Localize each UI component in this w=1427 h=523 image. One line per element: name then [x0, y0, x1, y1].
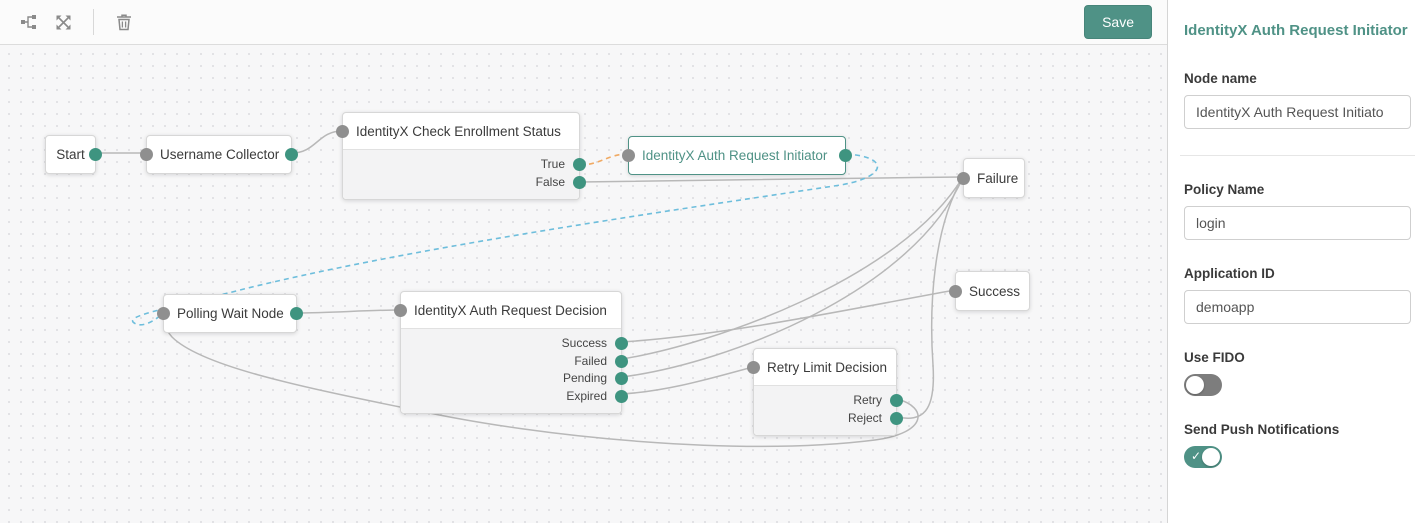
- toggle-knob: [1202, 448, 1220, 466]
- trash-icon[interactable]: [107, 5, 141, 39]
- outcome-label: Reject: [847, 410, 882, 425]
- flow-node-failure[interactable]: Failure: [957, 158, 1025, 198]
- outcome-label: Pending: [562, 371, 607, 385]
- node-title-label: Start: [56, 147, 85, 162]
- inspector-title: IdentityX Auth Request Initiator: [1184, 22, 1408, 39]
- output-port[interactable]: [839, 149, 852, 162]
- input-port[interactable]: [957, 171, 970, 185]
- policy-name-label: Policy Name: [1184, 182, 1265, 197]
- node-title-label: Polling Wait Node: [177, 306, 284, 321]
- output-port[interactable]: [285, 148, 298, 161]
- outcome-label: Success: [561, 336, 607, 350]
- fit-to-screen-icon[interactable]: [46, 5, 80, 39]
- edge-auth-request-decision-Failed-to-failure[interactable]: [621, 176, 964, 360]
- node-name-label: Node name: [1184, 71, 1257, 86]
- outcome-retry: Retry: [754, 392, 903, 410]
- edge-auth-request-decision-Success-to-success[interactable]: [621, 289, 956, 343]
- application-id-label: Application ID: [1184, 266, 1275, 281]
- toolbar-divider: [93, 9, 94, 35]
- field-policy-name: Policy Name: [1184, 182, 1411, 240]
- output-port[interactable]: [890, 411, 903, 425]
- output-port[interactable]: [573, 158, 586, 172]
- node-inspector-panel: IdentityX Auth Request Initiator Node na…: [1167, 0, 1427, 523]
- field-node-name: Node name: [1184, 71, 1411, 129]
- outcome-failed: Failed: [401, 353, 628, 371]
- outcome-true: True: [343, 156, 586, 174]
- policy-name-input[interactable]: [1184, 206, 1411, 240]
- edge-polling-wait-to-auth-request-decision[interactable]: [296, 309, 401, 314]
- section-divider: [1180, 155, 1415, 156]
- toggle-knob: [1186, 376, 1204, 394]
- output-port[interactable]: [615, 372, 628, 386]
- input-port[interactable]: [622, 149, 635, 162]
- outcome-reject: Reject: [754, 410, 903, 428]
- input-port[interactable]: [336, 124, 349, 138]
- outcome-pending: Pending: [401, 370, 628, 388]
- outcome-label: Expired: [566, 388, 607, 403]
- use-fido-toggle[interactable]: ✓: [1184, 374, 1222, 396]
- flow-node-polling-wait[interactable]: Polling Wait Node: [157, 294, 303, 333]
- output-port[interactable]: [615, 337, 628, 351]
- send-push-notifications-label: Send Push Notifications: [1184, 422, 1340, 437]
- node-title-label: IdentityX Auth Request Initiator: [642, 148, 828, 163]
- node-title-label: IdentityX Check Enrollment Status: [356, 123, 561, 139]
- output-port[interactable]: [615, 354, 628, 368]
- edge-retry-limit-Retry-to-polling-wait[interactable]: [162, 312, 919, 448]
- output-port[interactable]: [573, 175, 586, 189]
- check-icon: ✓: [1191, 449, 1202, 463]
- edge-auth-request-decision-Pending-to-failure[interactable]: [621, 176, 964, 378]
- edge-check-enrollment-True-to-auth-request-initiator[interactable]: [579, 153, 629, 166]
- input-port[interactable]: [747, 360, 760, 374]
- outcome-label: False: [535, 174, 565, 189]
- node-name-input[interactable]: [1184, 95, 1411, 129]
- node-title-label: Retry Limit Decision: [767, 359, 888, 375]
- inspector-fields: Node namePolicy NameApplication ID Use FI…: [1180, 71, 1415, 468]
- auto-layout-icon[interactable]: [12, 5, 46, 39]
- outcome-expired: Expired: [401, 388, 628, 406]
- flow-node-username-collector[interactable]: Username Collector: [140, 135, 298, 174]
- outcome-false: False: [343, 174, 586, 192]
- output-port[interactable]: [290, 307, 303, 320]
- outcome-label: True: [540, 157, 565, 171]
- field-application-id: Application ID: [1184, 266, 1411, 324]
- node-title-label: IdentityX Auth Request Decision: [414, 302, 607, 318]
- field-use-fido: Use FIDO ✓: [1184, 350, 1411, 396]
- tree-canvas[interactable]: Start Username Collector IdentityX Check E…: [0, 45, 1167, 523]
- node-title-label: Username Collector: [160, 147, 280, 162]
- flow-node-success[interactable]: Success: [949, 271, 1030, 311]
- outcome-label: Failed: [574, 353, 607, 368]
- edge-retry-limit-Reject-to-failure[interactable]: [896, 176, 964, 419]
- edge-check-enrollment-False-to-failure[interactable]: [579, 176, 964, 183]
- use-fido-label: Use FIDO: [1184, 350, 1245, 365]
- connection-wires: [95, 130, 964, 448]
- field-send-push-notifications: Send Push Notifications ✓: [1184, 422, 1411, 468]
- outcome-label: Retry: [853, 393, 882, 407]
- save-button[interactable]: Save: [1084, 5, 1152, 39]
- edge-auth-request-decision-Expired-to-retry-limit[interactable]: [621, 366, 754, 395]
- input-port[interactable]: [394, 303, 407, 317]
- flow-node-auth-request-initiator[interactable]: IdentityX Auth Request Initiator: [622, 136, 852, 175]
- flow-node-start[interactable]: Start: [45, 135, 102, 174]
- edge-username-collector-to-check-enrollment[interactable]: [291, 130, 343, 154]
- tree-editor: Save Start Username Collector IdentityX Ch…: [0, 0, 1167, 523]
- input-port[interactable]: [157, 307, 170, 320]
- edge-auth-request-initiator-to-polling-wait[interactable]: [131, 153, 879, 326]
- output-port[interactable]: [615, 389, 628, 403]
- node-title-label: Success: [969, 283, 1021, 299]
- node-title-label: Failure: [977, 170, 1019, 186]
- canvas-toolbar: Save: [0, 0, 1167, 45]
- output-port[interactable]: [890, 394, 903, 408]
- input-port[interactable]: [140, 148, 153, 161]
- input-port[interactable]: [949, 284, 962, 298]
- outcome-success: Success: [401, 335, 628, 353]
- send-push-notifications-toggle[interactable]: ✓: [1184, 446, 1222, 468]
- output-port[interactable]: [89, 148, 102, 161]
- application-id-input[interactable]: [1184, 290, 1411, 324]
